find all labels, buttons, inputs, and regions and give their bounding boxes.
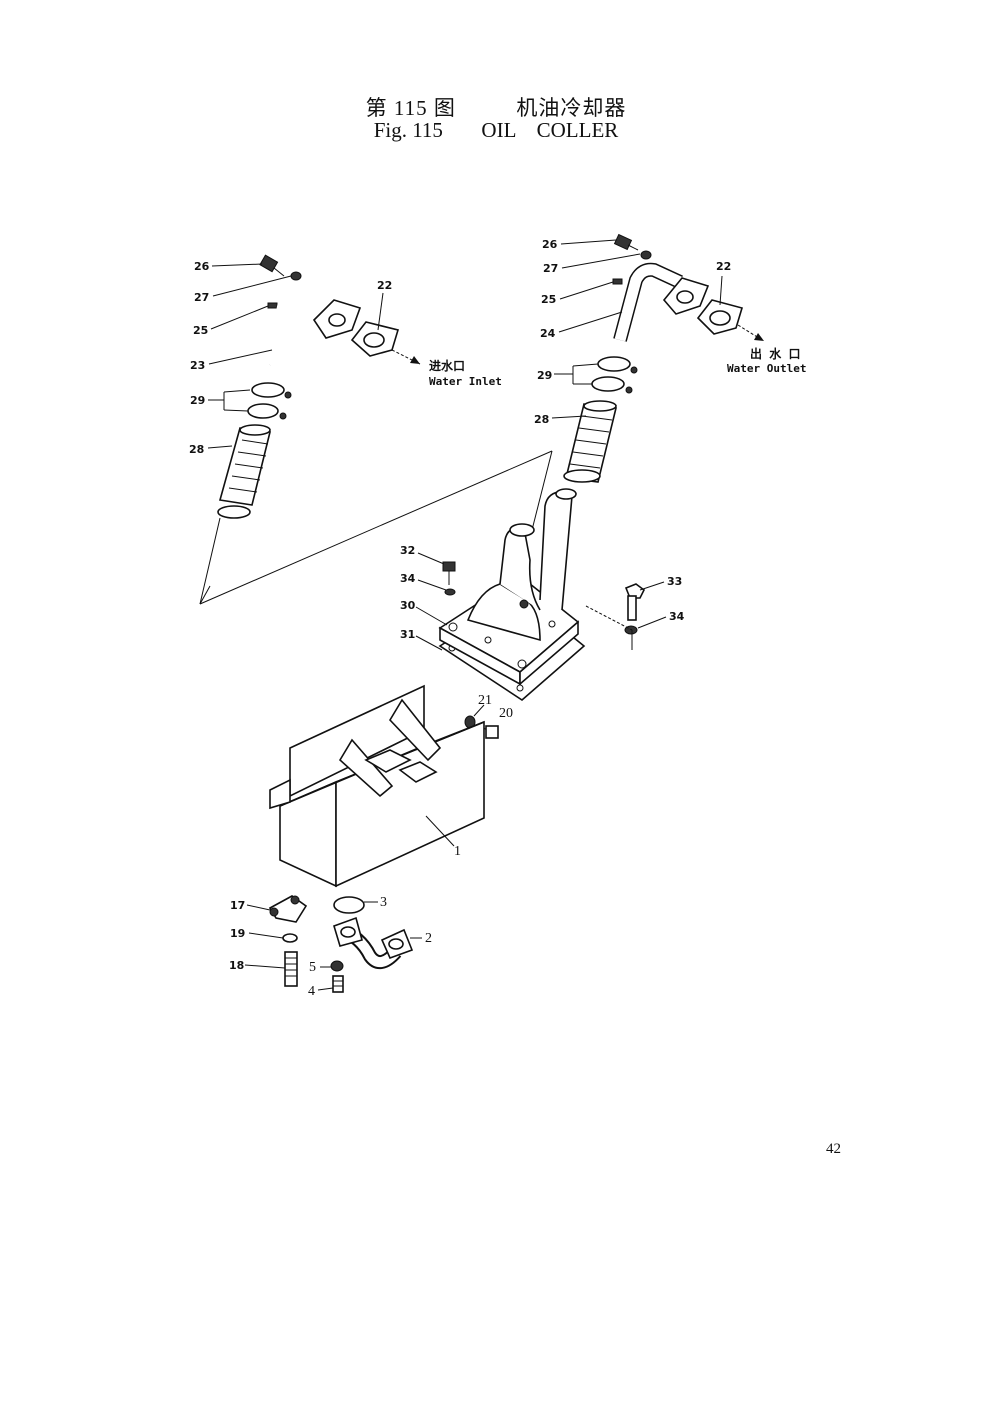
callout-29-right: 29 (537, 369, 552, 382)
elbow-pipe-24 (613, 262, 710, 342)
leader-lines (207, 239, 723, 991)
gasket-22-left (350, 321, 400, 357)
page-number: 42 (826, 1141, 841, 1157)
figure-number-cn: 第 115 图 (365, 96, 456, 120)
water-outlet-cn: 出 水 口 (750, 346, 800, 361)
o-ring-3 (333, 896, 365, 914)
hose-clamp-29-left (247, 382, 292, 420)
washer-34-left (444, 588, 456, 596)
washer-27-left (290, 271, 302, 281)
pipe-2 (333, 916, 414, 969)
washer-5 (330, 960, 344, 972)
callout-labels: 26 27 25 23 22 29 28 26 27 25 24 22 29 2… (189, 238, 731, 999)
callout-21: 21 (478, 693, 492, 708)
callout-2: 2 (425, 931, 432, 946)
callout-24: 24 (540, 327, 556, 340)
callout-28-left: 28 (189, 443, 204, 456)
callout-27-right: 27 (543, 262, 558, 275)
callout-23: 23 (190, 359, 205, 372)
callout-4: 4 (308, 984, 315, 999)
washer-27-right (640, 250, 652, 260)
callout-25-right: 25 (541, 293, 556, 306)
hose-clamp-29-right (591, 356, 638, 394)
callout-27-left: 27 (194, 291, 209, 304)
callout-3: 3 (380, 895, 387, 910)
callout-25-left: 25 (193, 324, 208, 337)
hose-28-right (563, 400, 617, 483)
callout-34-left: 34 (400, 572, 416, 585)
callout-26-right: 26 (542, 238, 558, 251)
lower-fittings (268, 895, 414, 993)
callout-29-left: 29 (190, 394, 205, 407)
figure-name-cn: 机油冷却器 (516, 96, 627, 120)
callout-31: 31 (400, 628, 415, 641)
drain-valve-17 (268, 895, 308, 923)
clip-19 (282, 933, 298, 943)
callout-26-left: 26 (194, 260, 210, 273)
callout-1: 1 (454, 844, 461, 859)
right-outlet-assembly (563, 233, 764, 483)
bolt-33 (624, 583, 646, 635)
bolt-4 (332, 975, 344, 993)
callout-22-right: 22 (716, 260, 731, 273)
water-outlet-arrow (737, 324, 764, 341)
leader-line-hose-to-cover (199, 450, 553, 605)
callout-20: 20 (499, 706, 513, 721)
cooler-cover-assembly (438, 488, 646, 739)
water-inlet-arrow (391, 349, 421, 365)
figure-number-en: Fig. 115 (373, 118, 443, 142)
callout-19: 19 (230, 927, 245, 940)
flow-annotations: 进水口 Water Inlet 出 水 口 Water Outlet (429, 346, 806, 388)
callout-28-right: 28 (534, 413, 549, 426)
callout-34-right: 34 (669, 610, 685, 623)
figure-name-en: OIL COLLER (481, 118, 619, 142)
figure-title-cn: 第 115 图 机油冷却器 (0, 92, 992, 122)
callout-30: 30 (400, 599, 416, 612)
callout-5: 5 (309, 960, 316, 975)
gasket-22-right (696, 299, 744, 335)
water-inlet-en: Water Inlet (429, 375, 502, 388)
cover-30 (438, 488, 580, 686)
callout-33: 33 (667, 575, 682, 588)
bolt-32 (442, 561, 456, 596)
left-inlet-assembly (199, 254, 421, 605)
water-inlet-cn: 进水口 (429, 358, 465, 373)
callout-32: 32 (400, 544, 415, 557)
elbow-pipe-23 (264, 286, 362, 367)
pin-25-left (267, 302, 278, 309)
cooler-body-1 (269, 684, 485, 888)
pipe-18 (284, 951, 298, 987)
callout-18: 18 (229, 959, 244, 972)
hose-28-left (217, 424, 271, 519)
bolt-26-right (613, 233, 639, 251)
water-outlet-en: Water Outlet (727, 362, 806, 375)
bolt-26-left (259, 254, 285, 277)
callout-22-left: 22 (377, 279, 392, 292)
figure-title-en: Fig. 115 OIL COLLER (0, 118, 992, 143)
callout-17: 17 (230, 899, 245, 912)
pin-25-right (612, 278, 623, 285)
